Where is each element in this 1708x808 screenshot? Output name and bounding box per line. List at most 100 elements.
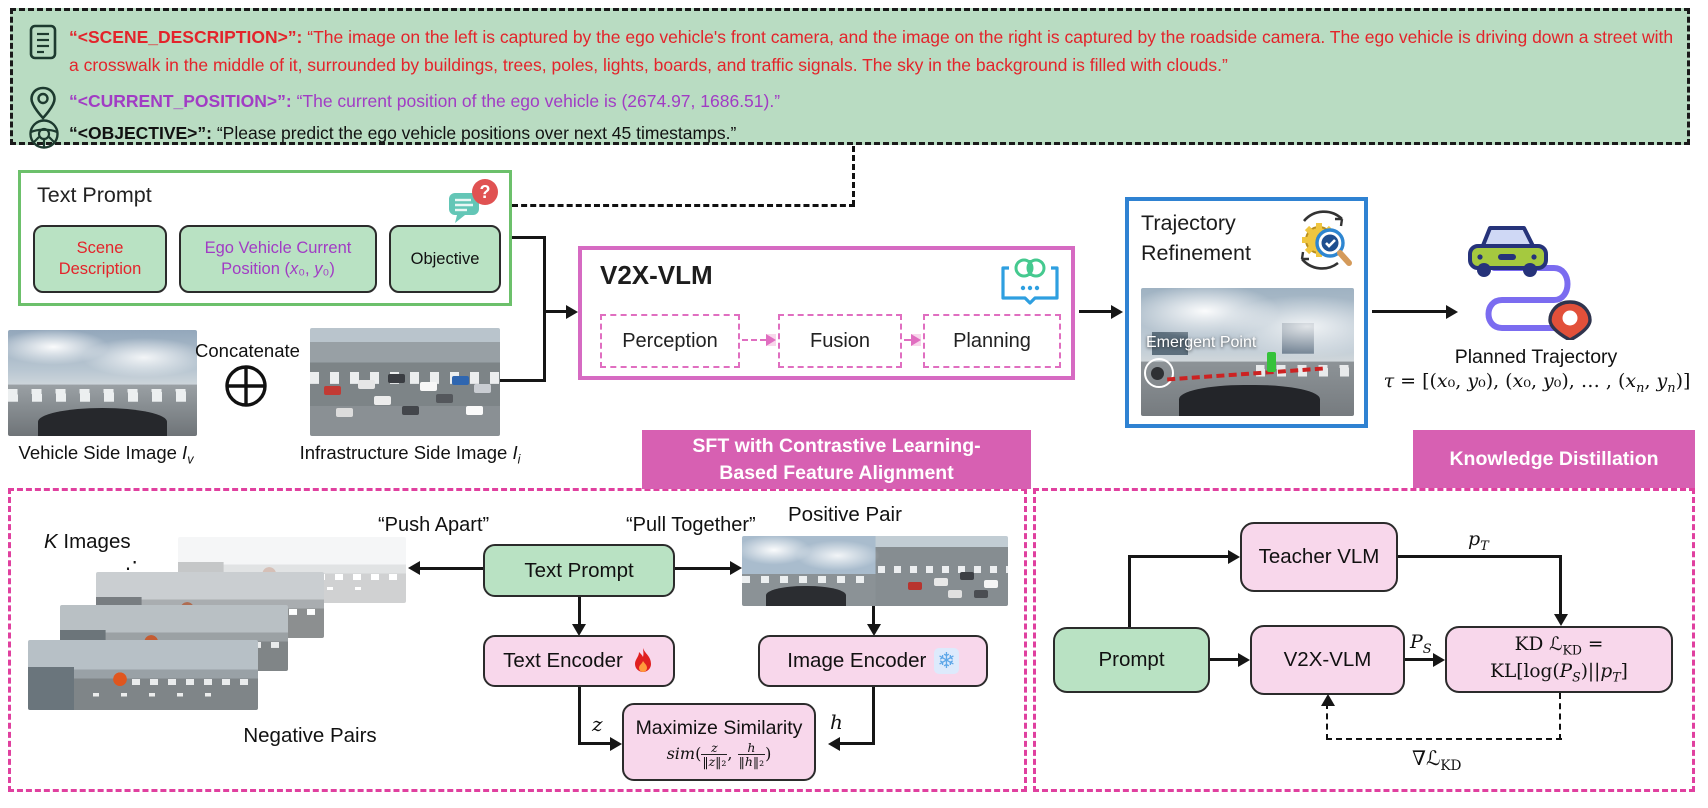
maximize-similarity-box: Maximize Similarity sim(z‖z‖₂, h‖h‖₂)	[622, 703, 816, 781]
stage-connector-1	[742, 339, 766, 341]
field-current-position: Ego Vehicle Current Position (x₀, y₀)	[179, 225, 377, 293]
arrowhead-pull-together	[730, 561, 742, 575]
planned-trajectory-label: Planned Trajectory	[1454, 346, 1618, 368]
v2x-vlm-title: V2X-VLM	[600, 260, 713, 290]
infrastructure-image-caption: Infrastructure Side Image Ii	[299, 442, 521, 467]
stage-planning: Planning	[923, 314, 1061, 368]
kd-prompt-box: Prompt	[1053, 627, 1210, 693]
objective-label: “<OBJECTIVE>”:	[69, 123, 212, 143]
pt-label: pT	[1468, 528, 1489, 554]
prompt-text-panel: “<SCENE_DESCRIPTION>”: “The image on the…	[10, 8, 1690, 149]
h-label: h	[830, 710, 843, 734]
negative-image-1	[28, 640, 258, 710]
image-encoder-label: Image Encoder	[787, 649, 927, 672]
scene-description-label: “<SCENE_DESCRIPTION>”:	[69, 27, 303, 47]
vehicle-side-image	[8, 330, 197, 436]
stage-perception-label: Perception	[622, 329, 718, 352]
sft-section	[8, 488, 1027, 792]
arrowhead-push-apart	[408, 561, 420, 575]
feedback-left	[1326, 738, 1562, 740]
connector-z-horizontal	[577, 742, 612, 745]
maximize-similarity-title: Maximize Similarity	[635, 717, 803, 740]
image-encoder-box: Image Encoder ❄	[758, 635, 988, 687]
steering-wheel-icon	[29, 119, 59, 149]
connector-prompt-dashed-vertical	[852, 146, 855, 206]
connector-textprompt-h	[512, 236, 546, 239]
sft-text-prompt-label: Text Prompt	[524, 558, 634, 582]
field-current-position-label: Ego Vehicle Current Position (x₀, y₀)	[204, 238, 352, 278]
chat-question-icon: ?	[449, 179, 498, 223]
connector-push-apart	[419, 566, 483, 570]
text-encoder-box: Text Encoder	[483, 635, 675, 687]
feedback-up	[1326, 703, 1328, 740]
kd-v2x-vlm-label: V2X-VLM	[1283, 648, 1372, 671]
connector-v2x-traj	[1079, 310, 1111, 313]
stage-fusion-label: Fusion	[809, 329, 871, 352]
connector-h-vertical	[872, 687, 875, 745]
grad-label: ∇ℒKD	[1412, 746, 1462, 774]
connector-prompt-teacher	[1128, 555, 1228, 558]
ps-label: PS	[1410, 631, 1432, 657]
field-scene-description-label: Scene Description	[58, 238, 142, 278]
field-objective-label: Objective	[410, 249, 480, 268]
current-position-row: “<CURRENT_POSITION>”: “The current posit…	[69, 91, 1677, 112]
z-label: z	[592, 712, 603, 736]
fire-icon	[634, 648, 651, 672]
trajectory-refinement-image: Emergent Point	[1141, 288, 1354, 416]
sft-text-prompt-box: Text Prompt	[483, 544, 675, 597]
arrowhead-traj-output	[1446, 304, 1458, 319]
scene-description-text: “The image on the left is captured by th…	[69, 27, 1674, 76]
push-apart-label: “Push Apart”	[378, 514, 490, 536]
positive-pair-cars-layer	[908, 582, 922, 590]
teacher-vlm-box: Teacher VLM	[1240, 522, 1398, 592]
arrowhead-textprompt-down	[572, 624, 586, 636]
arrowhead-into-v2x	[566, 304, 578, 319]
stage-planning-label: Planning	[953, 329, 1031, 352]
goal-marker	[1267, 352, 1276, 372]
arrowhead-prompt-teacher	[1228, 550, 1240, 564]
field-scene-description: Scene Description	[33, 225, 167, 293]
pin-glyph	[1548, 300, 1592, 340]
connector-merge-v	[543, 236, 546, 382]
arrowhead-v2x-traj	[1111, 304, 1123, 319]
stage-arrowhead-2	[911, 334, 921, 346]
connector-h-horizontal	[840, 742, 875, 745]
emergent-point-circle	[1144, 358, 1174, 388]
arrowhead-v2x-loss	[1433, 652, 1445, 667]
arrowhead-feedback-up	[1320, 694, 1335, 706]
connector-image-h	[500, 379, 546, 382]
field-objective: Objective	[389, 225, 501, 293]
positive-pair-label: Positive Pair	[788, 503, 902, 526]
sft-banner-label: SFT with Contrastive Learning-Based Feat…	[692, 435, 981, 484]
v2x-vlm-panel: V2X-VLM Perception Fusion Planning	[578, 246, 1075, 380]
clipboard-icon	[29, 24, 57, 60]
text-prompt-panel: Text Prompt ? Scene Description Ego Vehi…	[18, 170, 512, 306]
location-pin-icon	[30, 86, 56, 120]
trajectory-refinement-title: Trajectory Refinement	[1141, 209, 1251, 268]
connector-v2x-loss	[1405, 658, 1433, 661]
planned-trajectory-formula: τ = [(x₀, y₀), (x₀, y₀), … , (xn, yn)]	[1383, 370, 1691, 396]
objective-text: “Please predict the ego vehicle position…	[216, 123, 737, 143]
text-encoder-label: Text Encoder	[503, 649, 623, 672]
snowflake-icon: ❄	[934, 648, 959, 674]
kd-prompt-label: Prompt	[1098, 648, 1165, 671]
gear-magnifier-icon	[1300, 210, 1352, 270]
connector-into-v2x	[546, 310, 568, 313]
book-brain-icon	[1001, 258, 1059, 305]
svg-text:?: ?	[480, 182, 491, 202]
connector-traj-output	[1372, 310, 1448, 313]
teacher-vlm-label: Teacher VLM	[1258, 545, 1380, 568]
connector-teacher-right	[1398, 555, 1562, 558]
connector-pt-down	[1559, 555, 1562, 615]
car-glyph	[1468, 226, 1548, 277]
kd-loss-box: KD ℒKD = KL[log(PS)||pT]	[1445, 626, 1673, 693]
connector-prompt-dashed-horizontal	[512, 204, 855, 207]
negative-pairs-caption: Negative Pairs	[243, 724, 377, 747]
connector-pull-together	[675, 566, 730, 570]
objective-row: “<OBJECTIVE>”: “Please predict the ego v…	[69, 123, 1677, 144]
emergent-point-dot	[1151, 367, 1164, 380]
feedback-down	[1559, 693, 1561, 740]
arrowhead-prompt-v2x	[1238, 652, 1250, 667]
connector-pair-down	[872, 606, 875, 625]
